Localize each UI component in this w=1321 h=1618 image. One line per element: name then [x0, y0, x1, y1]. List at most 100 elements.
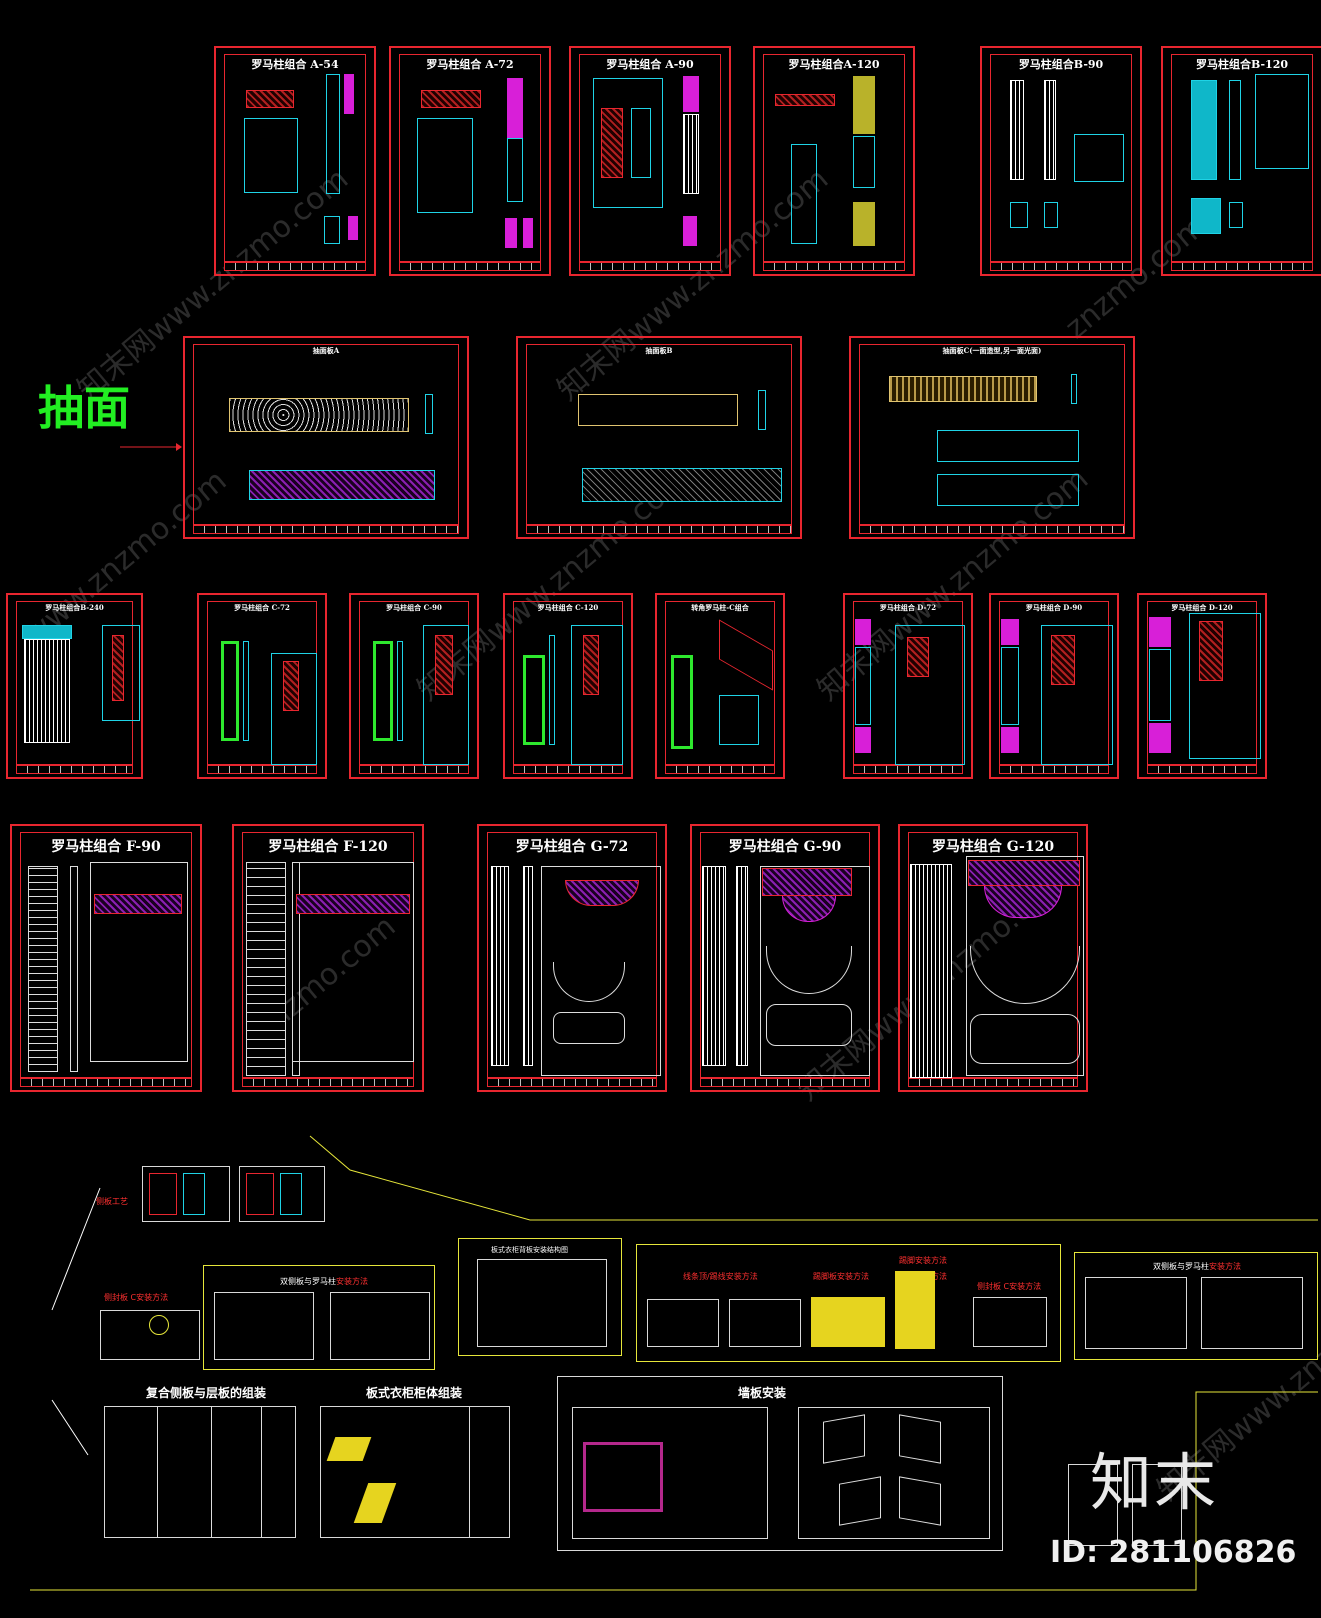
brand-logo: 知末	[1090, 1446, 1219, 1519]
profile-hatch	[112, 635, 124, 701]
panel-outline	[244, 118, 298, 193]
section-hatch	[582, 468, 782, 502]
drawing-sheet-g120[interactable]: 罗马柱组合 G-120	[898, 824, 1088, 1092]
drawing-sheet-a120[interactable]: 罗马柱组合A-120	[753, 46, 915, 276]
base-profile	[553, 1012, 625, 1044]
detail-box	[760, 866, 870, 1076]
sheet-title: 罗马柱组合 G-72	[515, 839, 629, 855]
profile-hatch	[907, 637, 929, 677]
assembly-title: 板式衣柜柜体组装	[366, 1386, 463, 1400]
box-title: 双侧板与罗马柱安装方法	[1153, 1262, 1241, 1271]
profile-hatch	[775, 94, 835, 106]
assembly-sheet-2[interactable]	[320, 1406, 510, 1538]
assembly-sheet-1[interactable]	[104, 1406, 296, 1538]
drawing-sheet-f120[interactable]: 罗马柱组合 F-120	[232, 824, 424, 1092]
detail-box	[1189, 613, 1261, 759]
annotation-label: 侧板工艺	[96, 1197, 128, 1206]
drawing-sheet-b90[interactable]: 罗马柱组合B-90	[980, 46, 1142, 276]
drawing-sheet-b120[interactable]: 罗马柱组合B-120	[1161, 46, 1321, 276]
drawing-sheet-a90[interactable]: 罗马柱组合 A-90	[569, 46, 731, 276]
green-frame	[523, 655, 545, 745]
drawing-sheet-f90[interactable]: 罗马柱组合 F-90	[10, 824, 202, 1092]
sheet-title: 罗马柱组合 A-72	[426, 58, 514, 71]
sheet-title: 抽面板A	[312, 346, 340, 355]
column-ornament	[1001, 619, 1019, 645]
sheet-title: 罗马柱组合 F-90	[51, 839, 161, 855]
drawing-sheet-a54[interactable]: 罗马柱组合 A-54	[214, 46, 376, 276]
profile-hatch	[94, 894, 182, 914]
drawing-sheet-g90[interactable]: 罗马柱组合 G-90	[690, 824, 880, 1092]
detail-box	[571, 625, 623, 765]
profile-hatch	[246, 90, 294, 108]
yellow-detail	[353, 1483, 397, 1523]
sheet-divider	[211, 1407, 212, 1537]
capital-ornament	[523, 218, 533, 248]
detail-box	[1074, 134, 1124, 182]
install-box-1[interactable]: 双侧板与罗马柱安装方法	[203, 1265, 435, 1370]
column-outline	[1191, 80, 1217, 180]
panel-outline	[631, 108, 651, 178]
capital-outline	[324, 216, 340, 244]
capital-hatch	[968, 860, 1080, 886]
drawing-sheet-panel-c[interactable]: 抽面板C(一面造型,另一面光面)	[849, 336, 1135, 539]
panel-sketch	[899, 1476, 941, 1526]
drawing-sheet-d120[interactable]: 罗马柱组合 D-120	[1137, 593, 1267, 779]
detail-sheet	[1201, 1277, 1303, 1349]
drawing-sheet-c72[interactable]: 罗马柱组合 C-72	[197, 593, 327, 779]
column-outline	[1001, 647, 1019, 725]
sheet-title: 罗马柱组合 G-90	[728, 839, 842, 855]
base-profile	[970, 1014, 1080, 1064]
greek-key-column	[28, 866, 58, 1072]
cabinet-sketch	[149, 1173, 177, 1215]
detail-sheet[interactable]	[100, 1310, 200, 1360]
column-outline	[1149, 649, 1171, 721]
sheet-title: 罗马柱组合B-240	[45, 603, 104, 612]
sheet-title: 罗马柱组合 G-120	[931, 839, 1055, 855]
drawing-sheet-a72[interactable]: 罗马柱组合 A-72	[389, 46, 551, 276]
drawing-sheet-g72[interactable]: 罗马柱组合 G-72	[477, 824, 667, 1092]
drawing-sheet-c90[interactable]: 罗马柱组合 C-90	[349, 593, 479, 779]
panel-outline	[417, 118, 473, 213]
drawing-sheet-panel-a[interactable]: 抽面板A	[183, 336, 469, 539]
install-box-2[interactable]: 板式衣柜背板安装结构图	[458, 1238, 622, 1356]
section-hatch	[249, 470, 435, 500]
detail-sheet	[477, 1259, 607, 1347]
carved-panel	[578, 394, 738, 426]
profile-hatch	[296, 894, 410, 914]
drawing-sheet-c120[interactable]: 罗马柱组合 C-120	[503, 593, 633, 779]
drawing-sheet-d72[interactable]: 罗马柱组合 D-72	[843, 593, 973, 779]
id-label: ID: 281106826	[1050, 1535, 1297, 1570]
drawing-sheet-d90[interactable]: 罗马柱组合 D-90	[989, 593, 1119, 779]
carved-panel	[889, 376, 1037, 402]
drawing-sheet-panel-b[interactable]: 抽面板B	[516, 336, 802, 539]
column-outline	[70, 866, 78, 1072]
profile-hatch	[1199, 621, 1223, 681]
sheet-title: 抽面板C(一面造型,另一面光面)	[942, 346, 1042, 355]
box-title: 双侧板与罗马柱安装方法	[280, 1277, 368, 1286]
detail-sheet[interactable]	[1068, 1464, 1118, 1546]
column-shaft	[1010, 80, 1024, 180]
column-ornament	[855, 619, 871, 645]
thumbnail-3d[interactable]	[142, 1166, 230, 1222]
greek-key-column	[246, 862, 286, 1076]
capital-ornament	[855, 727, 871, 753]
drawing-sheet-b240[interactable]: 罗马柱组合B-240	[6, 593, 143, 779]
capital-outline	[22, 625, 72, 639]
install-box-4[interactable]: 双侧板与罗马柱安装方法	[1074, 1252, 1318, 1360]
detail-box	[423, 625, 469, 765]
box-label: 踢脚板安装方法	[813, 1272, 869, 1281]
thumbnail-3d[interactable]	[239, 1166, 325, 1222]
column-ornament	[1149, 617, 1171, 647]
install-box-3[interactable]: 踢脚安装方法 线条顶/踢线安装方法 踢脚板安装方法 踢脚安装方法 侧封板 C安装…	[636, 1244, 1061, 1362]
sheet-title: 转角罗马柱-C组合	[691, 603, 749, 612]
cabinet-sketch	[280, 1173, 302, 1215]
detail-sheet[interactable]	[1132, 1464, 1182, 1546]
column-outline	[507, 138, 523, 202]
capital-ornament	[683, 216, 697, 246]
drawing-sheet-corner-c[interactable]: 转角罗马柱-C组合	[655, 593, 785, 779]
green-frame	[373, 641, 393, 741]
assembly-sheet-3[interactable]	[557, 1376, 1003, 1551]
assembly-title: 复合侧板与层板的组装	[146, 1386, 267, 1400]
profile-hatch	[435, 635, 453, 695]
profile-hatch	[283, 661, 299, 711]
